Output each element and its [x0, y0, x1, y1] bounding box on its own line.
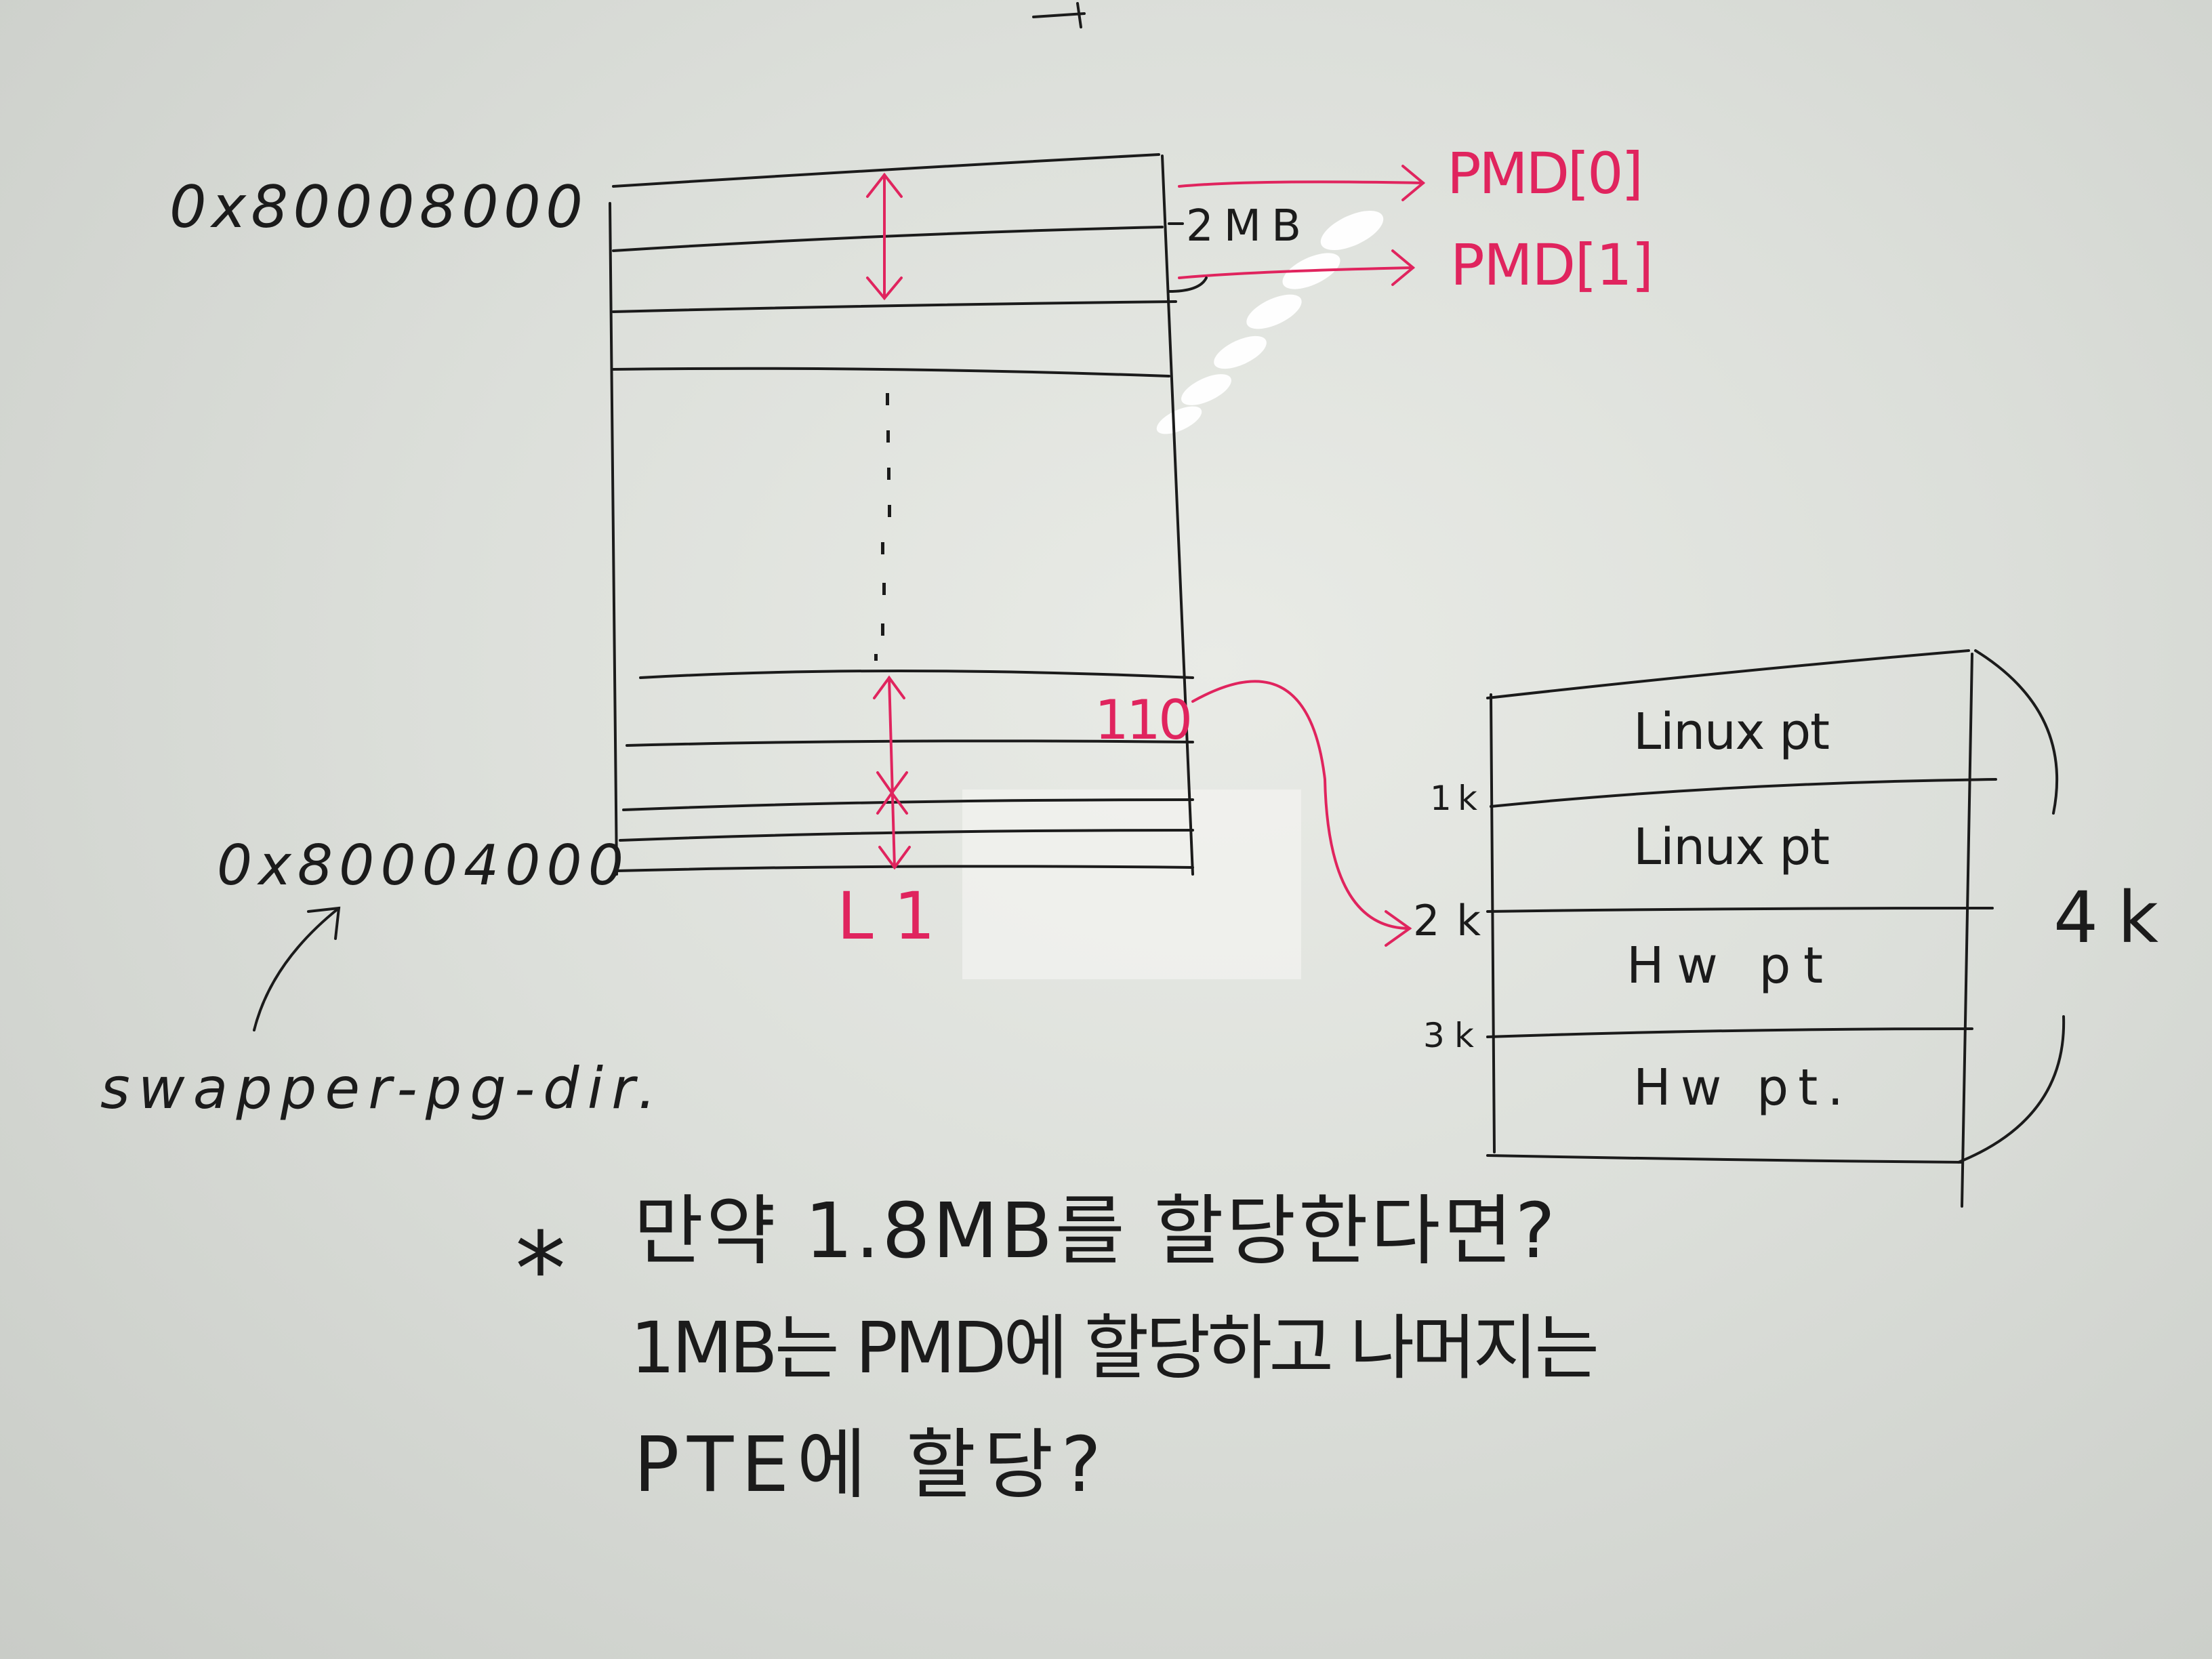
pt-brace	[1957, 1015, 2066, 1164]
top-address-label: 0x80008000	[169, 173, 583, 241]
pmd1-label: PMD[1]	[1450, 232, 1654, 298]
pt-offset-3k: 3k	[1423, 1016, 1474, 1055]
table-left-border	[609, 202, 618, 876]
pt-offset-2k: 2k	[1413, 896, 1481, 945]
ellipsis-dots	[874, 393, 891, 661]
pmd-tick-marks	[1168, 222, 1208, 293]
note-line-3: PTE에 할당?	[634, 1421, 1101, 1509]
table-row-line	[622, 798, 1194, 811]
pt-row-1: Linux pt	[1633, 703, 1830, 761]
note-line-1: 만약 1.8MB를 할당한다면?	[634, 1187, 1555, 1275]
pt-right-border	[1961, 653, 1973, 1208]
entry-value-label: 110	[1094, 689, 1193, 752]
table-right-border	[1161, 155, 1194, 876]
page-table	[609, 153, 1194, 876]
pt-size-label: 4k	[2053, 876, 2158, 959]
pmd-range-arrows	[866, 165, 1426, 947]
pt-block	[1486, 649, 2066, 1208]
pt-row-line	[1486, 1027, 1973, 1038]
table-row-line	[612, 300, 1177, 313]
note-star: *	[515, 1211, 566, 1329]
pt-left-border	[1490, 693, 1496, 1153]
pointer-arrow	[253, 906, 341, 1031]
pt-row-4: Hw pt.	[1633, 1059, 1843, 1117]
glare-reflection	[962, 210, 1384, 979]
pt-brace	[1974, 649, 2059, 815]
note-line-2: 1MB는 PMD에 할당하고 나머지는	[630, 1307, 1599, 1389]
pt-row-2: Linux pt	[1633, 818, 1830, 876]
pt-row-line	[1486, 1154, 1963, 1164]
bottom-address-label: 0x80004000	[217, 834, 623, 898]
table-row-line	[612, 367, 1170, 377]
pt-row-line	[1486, 907, 1994, 913]
table-row-line	[626, 739, 1194, 747]
pt-row-line	[1490, 778, 1997, 808]
pt-row-3: Hw pt	[1626, 937, 1823, 995]
l1-label: L1	[837, 878, 935, 954]
table-row-line	[612, 153, 1160, 188]
stray-marks	[1032, 2, 1086, 28]
table-row-line	[612, 226, 1164, 252]
pmd-size-label: 2MB	[1186, 201, 1301, 251]
table-row-line	[639, 670, 1194, 679]
pt-row-line	[1486, 649, 1970, 699]
pt-offset-1k: 1k	[1430, 779, 1477, 818]
pmd0-label: PMD[0]	[1447, 140, 1643, 207]
swapper-pg-dir-label: swapper-pg-dir.	[100, 1055, 656, 1122]
